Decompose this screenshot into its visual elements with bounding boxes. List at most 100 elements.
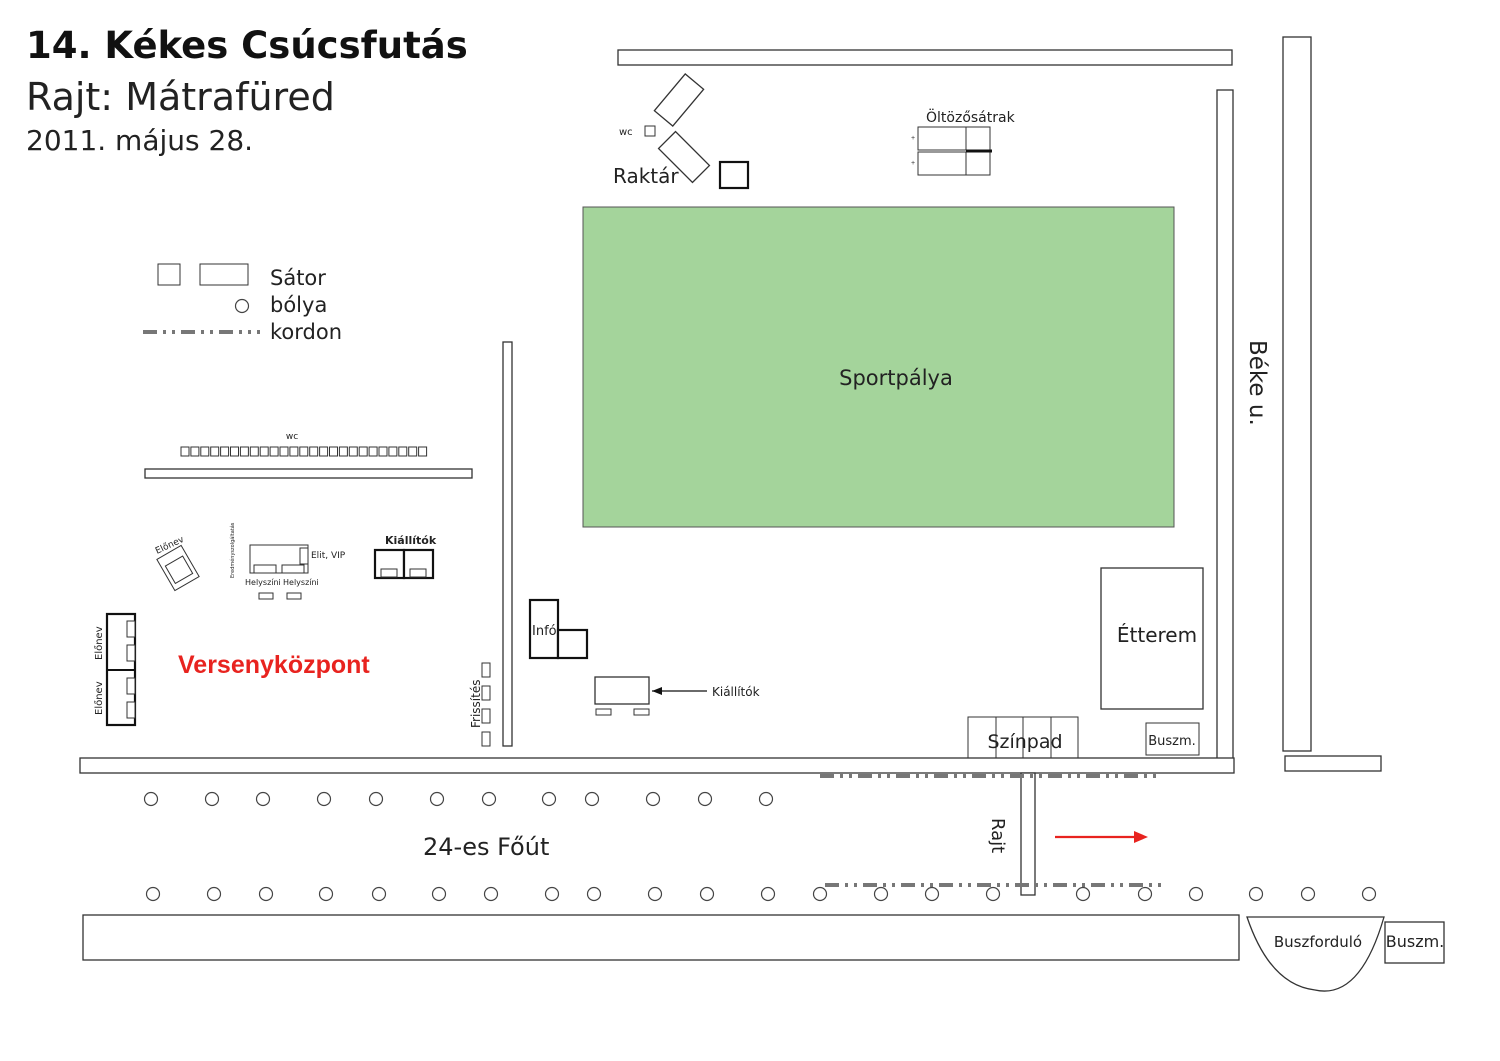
road-lower-edge bbox=[82, 914, 1240, 961]
elite-vip-tents bbox=[249, 544, 309, 600]
cone-marker bbox=[1248, 886, 1264, 902]
svg-text:+: + bbox=[911, 160, 915, 167]
exhibitors-pointer-arrow-icon bbox=[652, 687, 662, 695]
beke-street-label: Béke u. bbox=[1244, 340, 1270, 426]
wc-building-2 bbox=[657, 130, 711, 184]
wc-cabin bbox=[348, 446, 358, 457]
cone-marker bbox=[318, 886, 334, 902]
wc-cabin bbox=[358, 446, 368, 457]
result-service-label: Eredményszolgáltatás bbox=[229, 522, 236, 578]
refreshment-label: Frissítés bbox=[469, 680, 483, 728]
cone-marker bbox=[143, 791, 159, 807]
exhibitors-top-tents bbox=[373, 548, 435, 580]
wc-cabin bbox=[220, 446, 230, 457]
wc-top-marker bbox=[644, 125, 656, 137]
divider-wall bbox=[502, 341, 513, 747]
svg-text:+: + bbox=[911, 135, 915, 142]
wc-cabin bbox=[269, 446, 279, 457]
cone-marker bbox=[145, 886, 161, 902]
cones-upper-row bbox=[143, 791, 774, 807]
road-upper-edge bbox=[79, 757, 1235, 774]
map-title: 14. Kékes Csúcsfutás bbox=[26, 24, 468, 67]
cone-marker bbox=[206, 886, 222, 902]
wc-cabin bbox=[299, 446, 309, 457]
cones-lower-row bbox=[145, 886, 1377, 902]
wc-cabin bbox=[289, 446, 299, 457]
cone-marker bbox=[1188, 886, 1204, 902]
start-label: Rajt bbox=[987, 818, 1008, 853]
cone-marker bbox=[1300, 886, 1316, 902]
cone-marker bbox=[647, 886, 663, 902]
changing-tents: + + bbox=[911, 126, 992, 176]
prereg-label-3: Előnev bbox=[93, 681, 105, 715]
cone-marker bbox=[1361, 886, 1377, 902]
onsite-label-1: Helyszíni bbox=[245, 578, 281, 587]
beke-street-corner bbox=[1284, 755, 1382, 772]
restaurant-label: Étterem bbox=[1117, 623, 1197, 647]
wc-cabin bbox=[249, 446, 259, 457]
cone-marker bbox=[483, 886, 499, 902]
bus-parking-small bbox=[1145, 722, 1200, 756]
wc-cabin bbox=[319, 446, 329, 457]
wc-cabin bbox=[388, 446, 398, 457]
cone-marker bbox=[985, 886, 1001, 902]
cone-marker bbox=[429, 791, 445, 807]
wc-cabin bbox=[398, 446, 408, 457]
wc-cabin bbox=[210, 446, 220, 457]
storage-label: Raktár bbox=[613, 164, 679, 188]
wc-cabin bbox=[239, 446, 249, 457]
wc-cabin bbox=[230, 446, 239, 457]
cone-marker bbox=[541, 791, 557, 807]
race-center-label: Versenyközpont bbox=[178, 651, 370, 679]
legend-cone-label: bólya bbox=[270, 293, 327, 317]
map-subtitle: Rajt: Mátrafüred bbox=[26, 75, 335, 119]
exhibitors-stand bbox=[594, 676, 650, 705]
wc-row-label: wc bbox=[286, 432, 298, 442]
sport-field-label: Sportpálya bbox=[839, 366, 953, 390]
exhibitors-arrow-label: Kiállítók bbox=[712, 685, 760, 699]
cone-marker bbox=[431, 886, 447, 902]
legend: Sátor bólya kordon bbox=[143, 263, 342, 344]
cone-marker bbox=[368, 791, 384, 807]
exhibitors-top-label: Kiállítók bbox=[385, 534, 437, 547]
cone-marker bbox=[1075, 886, 1091, 902]
cone-marker bbox=[1137, 886, 1153, 902]
wc-row-wall bbox=[144, 468, 473, 479]
bus-turnaround-label: Buszforduló bbox=[1274, 933, 1362, 951]
stage-label: Színpad bbox=[987, 731, 1062, 753]
legend-tent-small-icon bbox=[157, 263, 181, 286]
cone-marker bbox=[371, 886, 387, 902]
wc-cabin bbox=[180, 446, 190, 457]
cone-marker bbox=[584, 791, 600, 807]
wc-building-1 bbox=[653, 72, 705, 128]
cone-marker bbox=[924, 886, 940, 902]
cone-marker bbox=[699, 886, 715, 902]
wc-cabin bbox=[309, 446, 319, 457]
legend-tent-label: Sátor bbox=[270, 266, 326, 290]
onsite-label-2: Helyszíni bbox=[283, 578, 319, 587]
prereg-label-2: Előnev bbox=[93, 626, 105, 660]
wc-cabin bbox=[418, 446, 428, 457]
cone-marker bbox=[481, 791, 497, 807]
storage-building bbox=[718, 160, 750, 190]
sport-field bbox=[582, 206, 1175, 528]
changing-tents-label: Öltözősátrak bbox=[926, 108, 1016, 126]
cone-marker bbox=[873, 886, 889, 902]
wc-cabin bbox=[329, 446, 338, 457]
cone-marker bbox=[544, 886, 560, 902]
wc-cabin bbox=[408, 446, 418, 457]
refreshment-tables bbox=[481, 662, 491, 747]
map-date: 2011. május 28. bbox=[26, 124, 253, 157]
cone-marker bbox=[586, 886, 602, 902]
cone-marker bbox=[255, 791, 271, 807]
info-label: Infó bbox=[532, 624, 557, 639]
bus-parking-small-label: Buszm. bbox=[1148, 734, 1196, 749]
wc-cabin bbox=[279, 446, 289, 457]
run-direction-arrow-icon bbox=[1134, 831, 1148, 843]
cone-marker bbox=[760, 886, 776, 902]
main-road-label: 24-es Főút bbox=[423, 833, 549, 861]
cone-marker bbox=[258, 886, 274, 902]
wc-row bbox=[180, 446, 428, 457]
legend-cordon-label: kordon bbox=[270, 320, 342, 344]
wc-cabin bbox=[259, 446, 269, 457]
